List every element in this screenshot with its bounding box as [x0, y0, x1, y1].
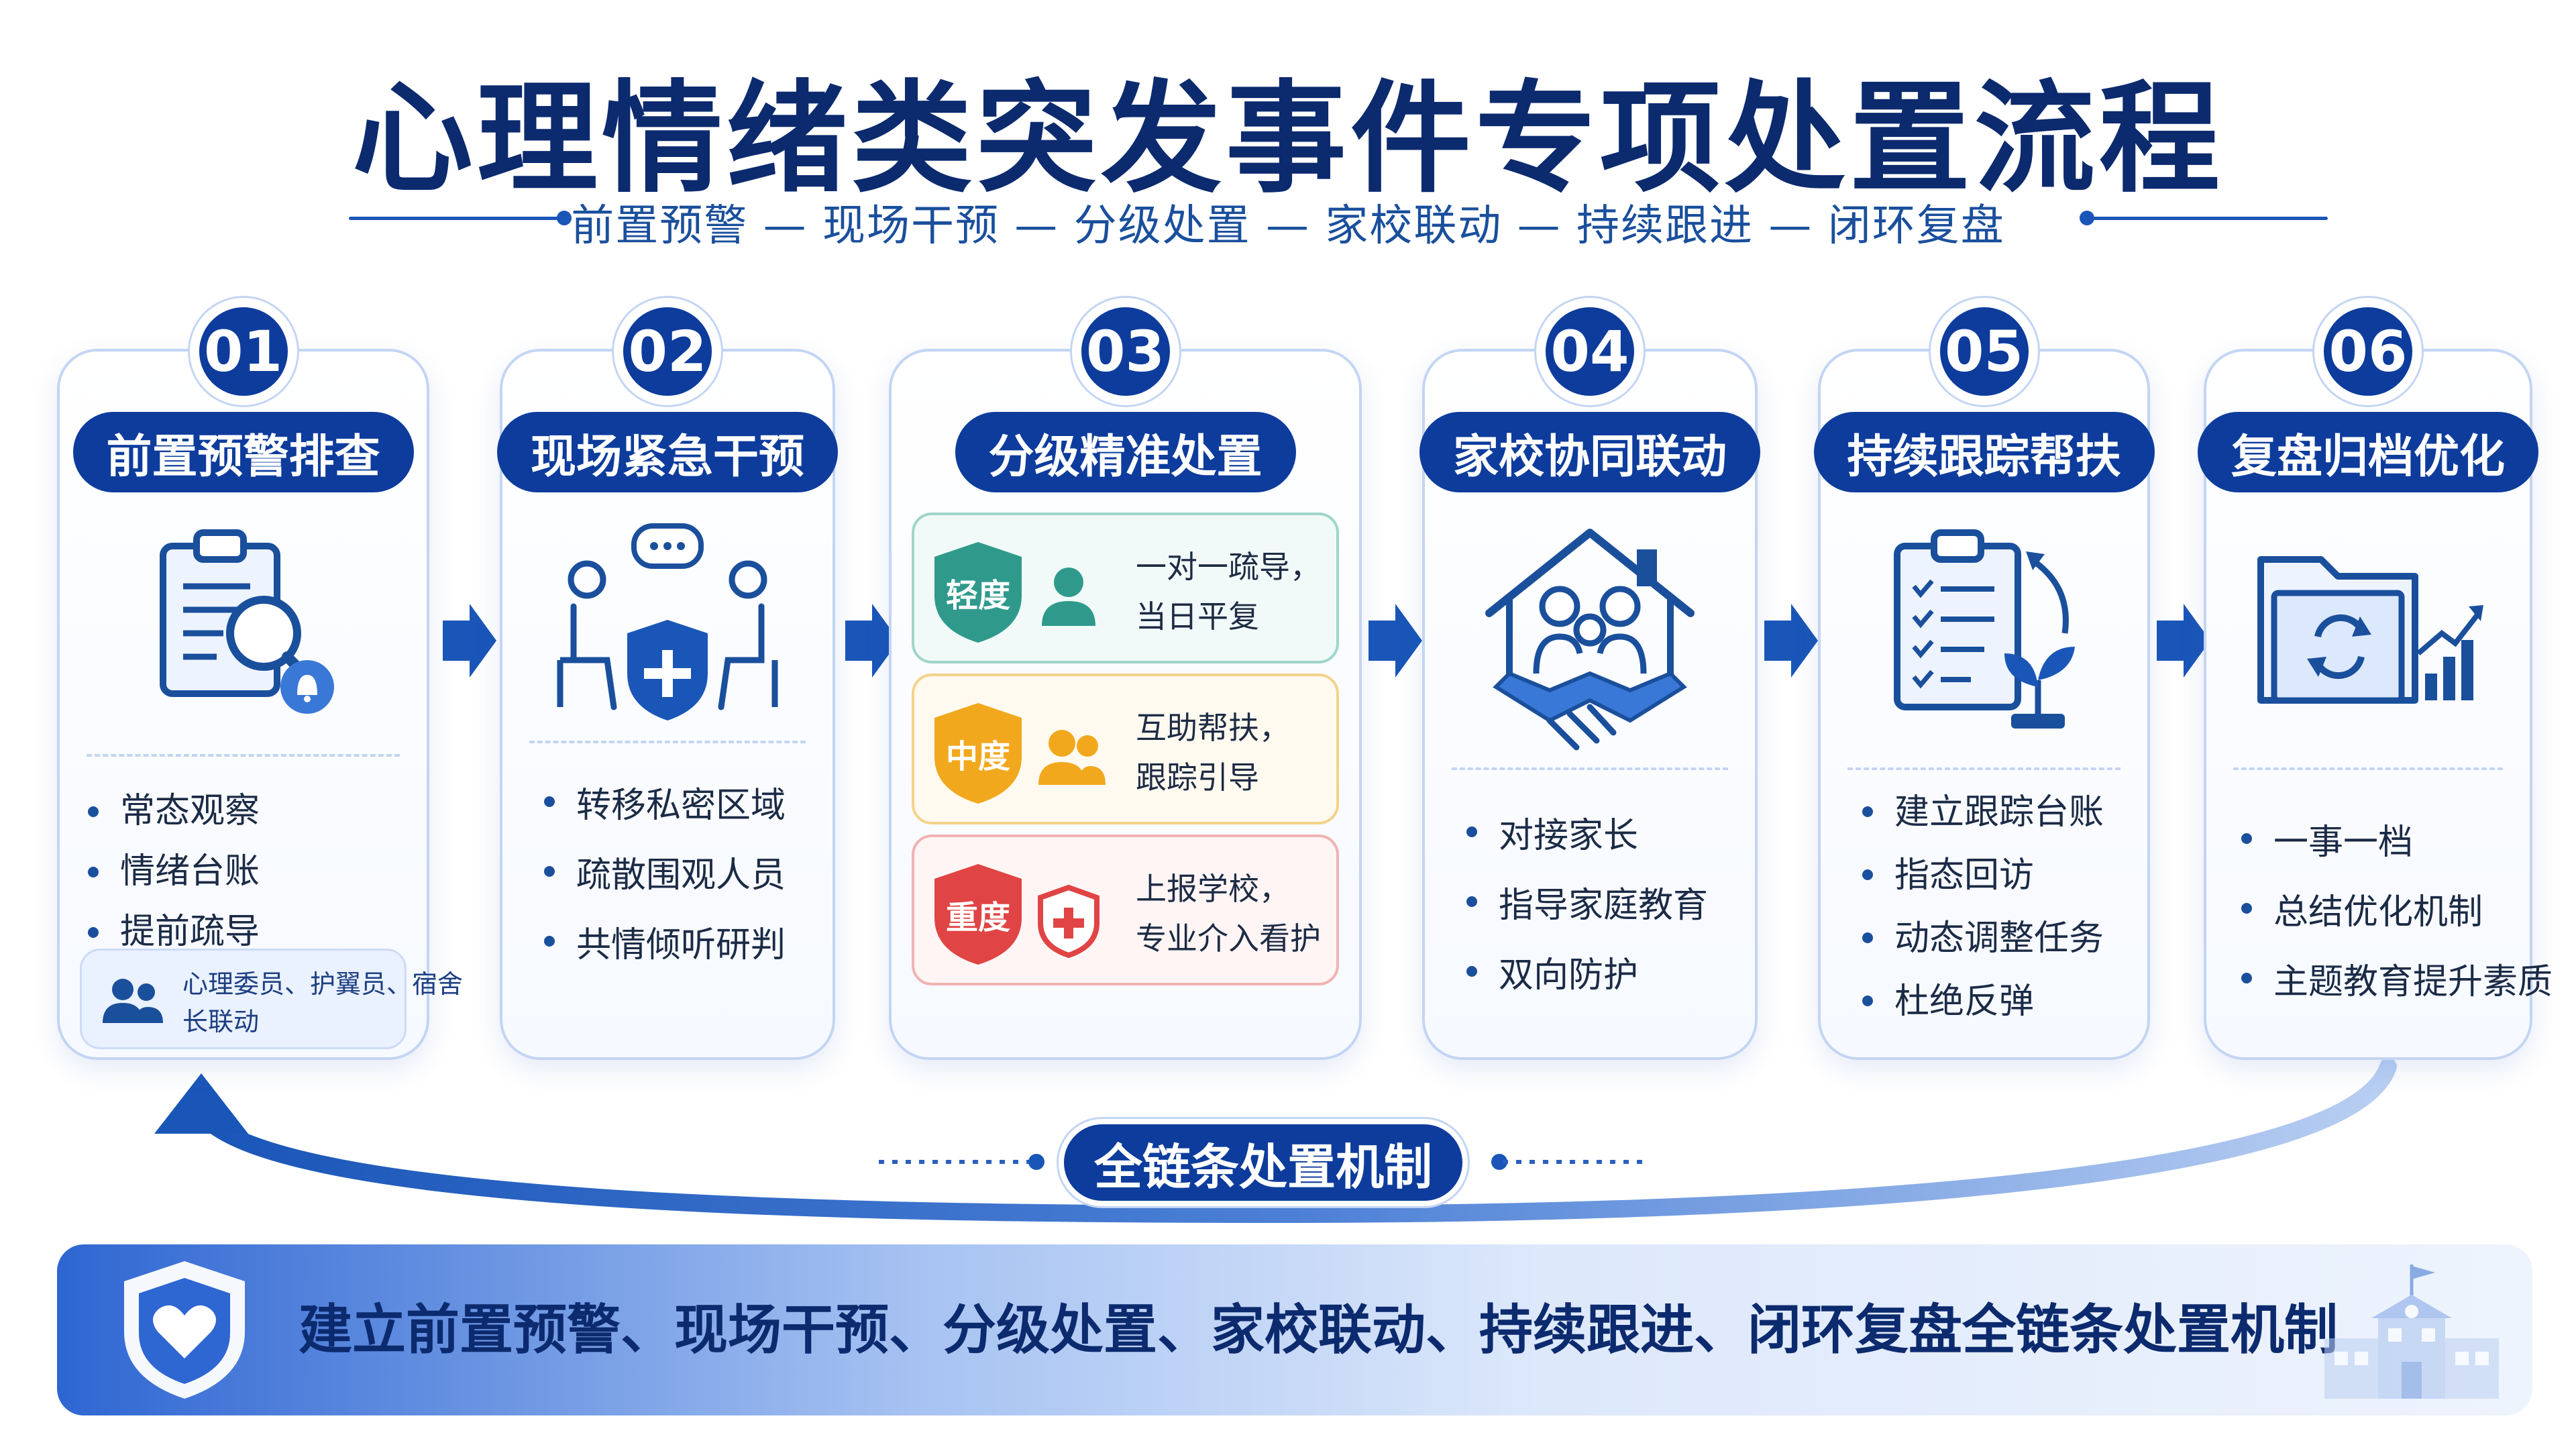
step-card-5: 05 持续跟踪帮扶 建立跟踪台账 指态回访 动态调整任务 杜绝反弹	[1813, 298, 2155, 1060]
flow-arrow-icon	[845, 604, 899, 678]
severity-text-line: 当日平复	[1136, 598, 1259, 635]
step-title: 家校协同联动	[1419, 412, 1761, 492]
severity-text-line: 跟踪引导	[1136, 759, 1259, 796]
list-item: 总结优化机制	[2241, 877, 2530, 947]
list-item: 指态回访	[1862, 844, 2147, 907]
loop-label: 全链条处置机制	[1059, 1119, 1468, 1206]
severity-text: 互助帮扶， 跟踪引导	[1136, 703, 1290, 802]
severity-severe: 重度 上报学校， 专业介入看护	[912, 835, 1339, 985]
step-note: 心理委员、护翼员、宿舍长联动	[80, 949, 463, 1049]
list-item: 双向防护	[1466, 941, 1755, 1010]
step-title: 前置预警排查	[72, 412, 414, 492]
subtitle-row: 前置预警 — 现场干预 — 分级处置 — 家校联动 — 持续跟进 — 闭环复盘	[0, 191, 2576, 251]
subtitle-right-line	[2093, 217, 2328, 220]
flow-arrow-icon	[1368, 604, 1422, 678]
list-item: 共情倾听研判	[544, 910, 833, 980]
divider	[1452, 767, 1728, 770]
step-title: 复盘归档优化	[2197, 412, 2539, 492]
severity-text-line: 专业介入看护	[1136, 920, 1321, 957]
list-item: 建立跟踪台账	[1862, 781, 2147, 844]
step-number: 03	[1071, 298, 1179, 405]
divider	[1847, 767, 2121, 770]
home-handshake-icon	[1476, 519, 1704, 763]
medical-shield-icon	[1035, 884, 1102, 961]
list-item: 情绪台账	[88, 841, 427, 902]
divider	[87, 754, 400, 757]
step-number: 06	[2314, 298, 2422, 405]
severity-text-line: 互助帮扶，	[1136, 710, 1290, 746]
note-text: 心理委员、护翼员、宿舍长联动	[182, 969, 464, 1036]
step-card-6: 06 复盘归档优化 一事一档 总结优化机制 主题教育提升素质	[2197, 298, 2553, 1060]
shield-badge-icon: 重度	[934, 864, 1022, 967]
person-icon	[1035, 562, 1102, 632]
shield-badge-icon: 轻度	[934, 542, 1022, 645]
severity-text: 上报学校， 专业介入看护	[1136, 864, 1321, 963]
people-icon	[99, 975, 166, 1031]
banner-text: 建立前置预警、现场干预、分级处置、家校联动、持续跟进、闭环复盘全链条处置机制	[299, 1299, 2338, 1361]
list-item: 杜绝反弹	[1862, 970, 2147, 1033]
subtitle: 前置预警 — 现场干预 — 分级处置 — 家校联动 — 持续跟进 — 闭环复盘	[571, 201, 2005, 251]
severity-label: 轻度	[945, 577, 1010, 614]
counseling-shield-icon	[547, 519, 788, 737]
severity-mild: 轻度 一对一疏导， 当日平复	[912, 513, 1339, 663]
severity-label: 中度	[945, 738, 1010, 775]
subtitle-right-dot	[2080, 211, 2094, 225]
step-items: 建立跟踪台账 指态回访 动态调整任务 杜绝反弹	[1821, 781, 2147, 1033]
step-number: 01	[189, 298, 297, 405]
list-item: 常态观察	[88, 781, 427, 841]
step-items: 转移私密区域 疏散围观人员 共情倾听研判	[502, 771, 833, 980]
list-item: 对接家长	[1466, 801, 1755, 871]
severity-moderate: 中度 互助帮扶， 跟踪引导	[912, 674, 1339, 824]
step-title: 现场紧急干预	[496, 412, 839, 492]
list-item: 动态调整任务	[1862, 907, 2147, 970]
list-item: 疏散围观人员	[544, 841, 833, 910]
folder-refresh-chart-icon	[2247, 519, 2489, 737]
step-items: 对接家长 指导家庭教育 双向防护	[1425, 801, 1755, 1010]
subtitle-left-dot	[557, 211, 572, 225]
clipboard-search-bell-icon	[136, 519, 351, 737]
step-items: 常态观察 情绪台账 提前疏导	[60, 781, 427, 962]
list-item: 转移私密区域	[544, 771, 833, 841]
step-number: 02	[614, 298, 721, 405]
step-card-1: 01 前置预警排查 常态观察 情绪台账 提前疏导	[57, 298, 463, 1060]
severity-text: 一对一疏导， 当日平复	[1136, 542, 1321, 641]
flow-arrow-icon	[1764, 604, 1818, 678]
step-card-2: 02 现场紧急干预 转移私密区域 疏散围观人员 共情倾听研判	[496, 298, 839, 1060]
list-item: 指导家庭教育	[1466, 871, 1755, 941]
list-item: 提前疏导	[88, 902, 427, 962]
subtitle-left-line	[349, 217, 570, 220]
list-item: 主题教育提升素质	[2241, 947, 2553, 1017]
list-item: 一事一档	[2241, 808, 2530, 877]
checklist-plant-icon	[1877, 519, 2092, 737]
step-number: 04	[1536, 298, 1644, 405]
heart-shield-icon	[117, 1258, 252, 1405]
step-card-4: 04 家校协同联动 对接家长 指导家庭教育 双向防护	[1419, 298, 1761, 1060]
step-title: 分级精准处置	[955, 412, 1296, 492]
page-title: 心理情绪类突发事件专项处置流程	[352, 69, 2224, 209]
step-number: 05	[1930, 298, 2038, 405]
flow-arrow-icon	[2157, 604, 2210, 678]
shield-badge-icon: 中度	[934, 703, 1022, 806]
severity-text-line: 一对一疏导，	[1136, 549, 1321, 585]
divider	[529, 741, 806, 743]
school-building-icon	[2311, 1258, 2512, 1408]
step-card-3: 03 分级精准处置 轻度 一对一疏导， 当日平复 中度 互助帮扶， 跟踪引导	[889, 298, 1362, 1060]
flow-arrow-icon	[443, 604, 496, 678]
step-items: 一事一档 总结优化机制 主题教育提升素质	[2206, 808, 2553, 1017]
step-title: 持续跟踪帮扶	[1813, 412, 2155, 492]
severity-text-line: 上报学校，	[1136, 871, 1290, 907]
group-icon	[1035, 723, 1109, 793]
divider	[2233, 767, 2503, 770]
severity-label: 重度	[945, 899, 1010, 936]
summary-banner: 建立前置预警、现场干预、分级处置、家校联动、持续跟进、闭环复盘全链条处置机制	[57, 1244, 2532, 1415]
